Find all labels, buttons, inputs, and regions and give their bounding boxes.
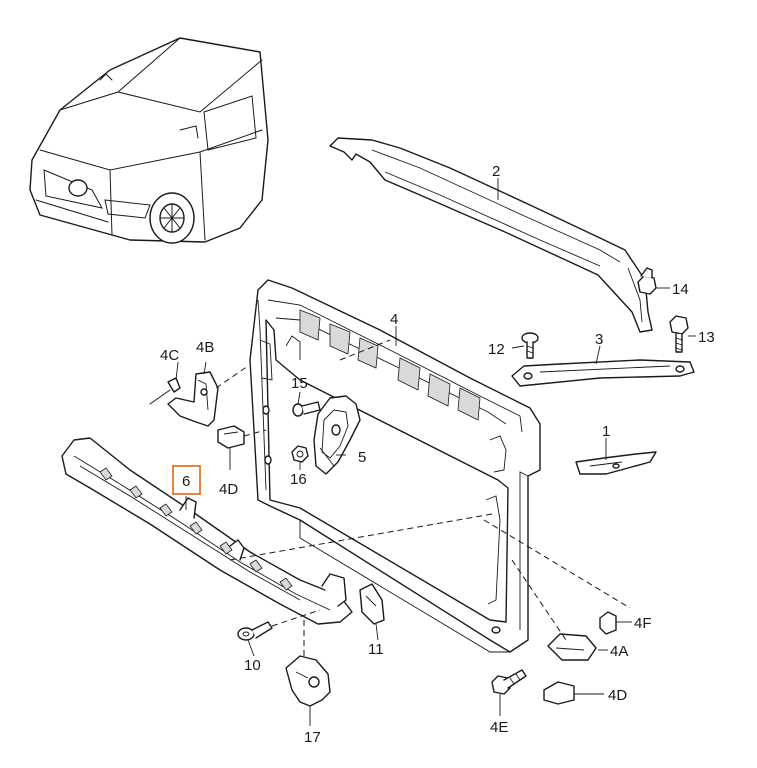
callout-6[interactable]: 6 [182, 473, 190, 490]
callout-4d-right[interactable]: 4D [608, 687, 627, 704]
callout-2[interactable]: 2 [492, 163, 500, 180]
assembly-line-4d [243, 429, 267, 437]
assembly-line-4-to-4a [511, 559, 567, 641]
callout-4[interactable]: 4 [390, 311, 398, 328]
callout-4d-left[interactable]: 4D [219, 481, 238, 498]
part-4e-bolt [491, 669, 527, 695]
part-5-mount-bracket [313, 395, 361, 475]
callout-13[interactable]: 13 [698, 329, 715, 346]
callout-16[interactable]: 16 [290, 471, 307, 488]
callout-10[interactable]: 10 [244, 657, 261, 674]
part-4c-clip [149, 377, 181, 405]
part-6-lower-deflector [61, 437, 353, 625]
callout-labels: 1 2 3 4 4A 4B 4C 4D 4D 4E 4F 5 6 10 11 1… [160, 163, 715, 746]
part-14-nut [637, 267, 657, 295]
assembly-line-4-to-4f [483, 519, 631, 609]
part-17-lower-bracket [285, 655, 331, 707]
callout-15[interactable]: 15 [291, 375, 308, 392]
assembly-line-10 [271, 609, 321, 627]
callout-17[interactable]: 17 [304, 729, 321, 746]
part-4b-bracket [167, 371, 219, 427]
callout-4e[interactable]: 4E [490, 719, 508, 736]
callout-1[interactable]: 1 [602, 423, 610, 440]
callout-3[interactable]: 3 [595, 331, 603, 348]
leader-lines [175, 178, 696, 726]
assembly-line-5 [339, 339, 391, 361]
callout-11[interactable]: 11 [368, 641, 384, 658]
assembly-line-4b [215, 365, 249, 389]
part-4f-clip [599, 611, 617, 635]
part-15-bolt [292, 401, 321, 417]
part-12-screw [521, 332, 539, 359]
callout-4b[interactable]: 4B [196, 339, 214, 356]
part-11-clip [359, 583, 385, 625]
part-3-bracket-strip [511, 359, 695, 387]
part-4d-right-clip [543, 681, 575, 705]
callout-4c[interactable]: 4C [160, 347, 179, 364]
part-4d-left-clip [217, 425, 245, 449]
part-4a-bracket [547, 633, 597, 661]
part-1-bracket [575, 451, 657, 475]
part-2-upper-cross-member [329, 137, 653, 333]
callout-14[interactable]: 14 [672, 281, 689, 298]
callout-4f[interactable]: 4F [634, 615, 652, 632]
part-10-screw [237, 621, 273, 641]
part-13-bolt [669, 315, 689, 353]
highlight-box-callout-6 [172, 465, 201, 495]
callout-4a[interactable]: 4A [610, 643, 628, 660]
callout-12[interactable]: 12 [488, 341, 505, 358]
callout-5[interactable]: 5 [358, 449, 366, 466]
vehicle-thumbnail [29, 37, 269, 244]
assembly-line-6-to-4 [229, 513, 493, 561]
part-16-nut [291, 445, 309, 463]
